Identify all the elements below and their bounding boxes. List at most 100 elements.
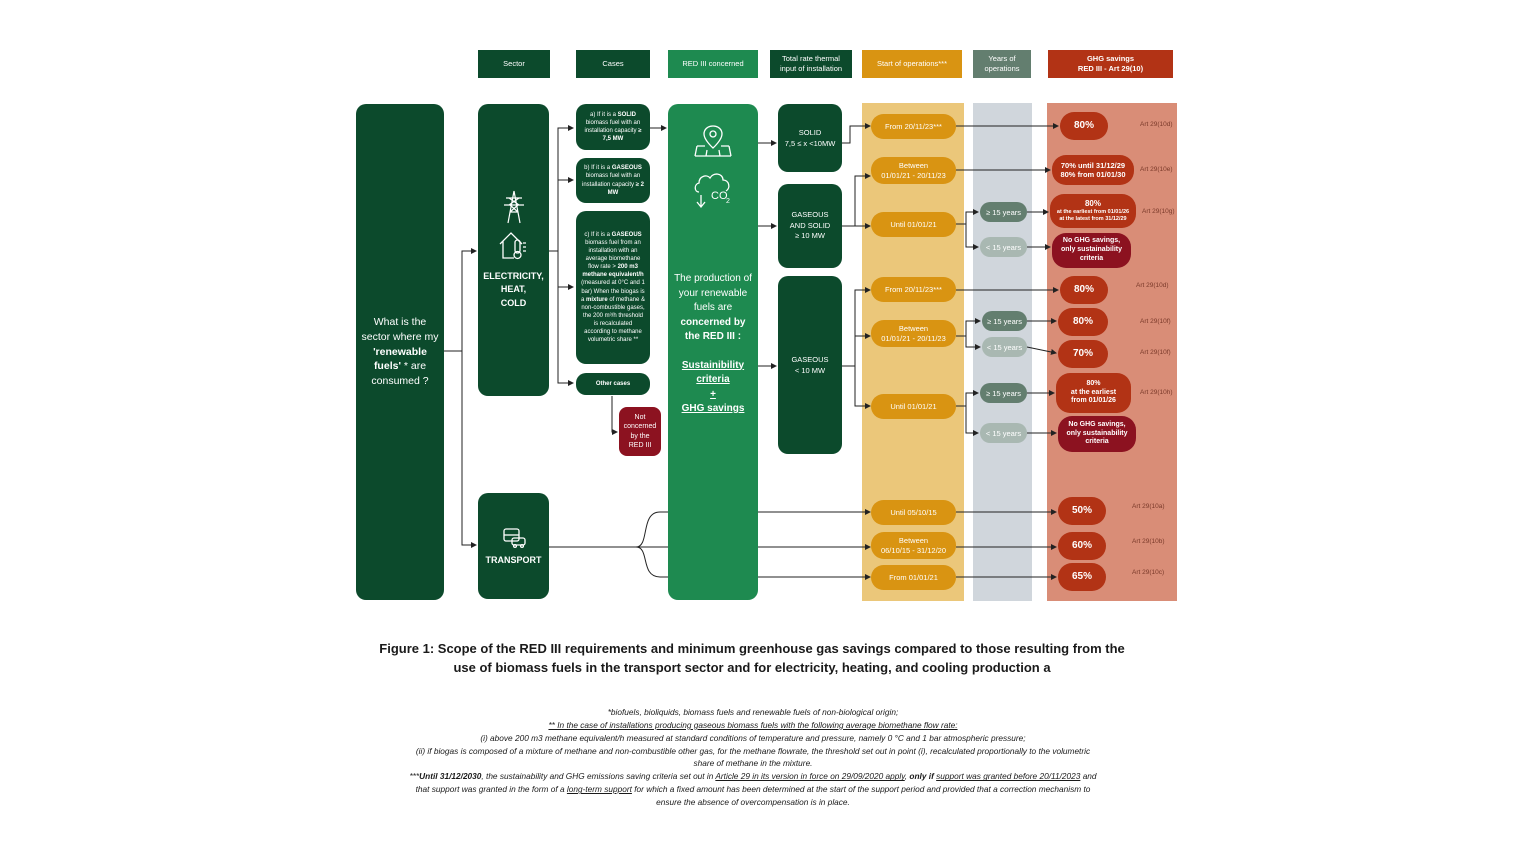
article-ref-4: Art 29(10d) (1136, 282, 1169, 289)
sector-elec-l3: COLD (500, 297, 527, 308)
footnote-7: that support was granted in the form of … (330, 783, 1176, 796)
footnote-7a: that support was granted in the form of … (415, 784, 567, 795)
header-sector: Sector (478, 50, 550, 78)
article-ref-1: Art 29(10d) (1140, 121, 1173, 128)
sector-electricity-heat-cold: ELECTRICITY, HEAT, COLD (478, 104, 549, 396)
red3-u2: criteria (696, 374, 730, 385)
question-box: What is the sector where my 'renewable f… (356, 104, 444, 600)
case-b-gaseous: b) If it is a GASEOUS biomass fuel with … (576, 158, 650, 203)
years-pill-3: ≥ 15 years (982, 311, 1027, 331)
ghg-result-5: 80% (1060, 276, 1108, 304)
ghg-result-3-l3: at the latest from 31/12/29 (1059, 216, 1127, 222)
ghg-result-4: No GHG savings, only sustainability crit… (1052, 233, 1131, 268)
thermal-gas-l1: GASEOUS (791, 354, 829, 364)
red3-t5: the RED III : (684, 331, 742, 342)
footnote-6d: Article 29 in its version in force on 29… (715, 771, 905, 782)
red3-concerned-box: CO 2 The production of your renewable fu… (668, 104, 758, 600)
years-pill-6: < 15 years (980, 423, 1027, 443)
start-pill-2-l1: Between (898, 160, 929, 170)
start-pill-9: From 01/01/21 (871, 565, 956, 590)
case-a-bold: SOLID (617, 111, 637, 118)
case-c-rest1: biomass fuel from an installation with a… (585, 239, 641, 271)
ghg-result-7: 70% (1058, 340, 1108, 368)
sector-elec-l2: HEAT, (500, 284, 527, 295)
start-pill-7: Until 05/10/15 (871, 500, 956, 525)
start-pill-3: Until 01/01/21 (871, 212, 956, 237)
header-years-l1: Years of (988, 53, 1016, 63)
footnote-7b: long-term support (566, 784, 632, 795)
ghg-result-9-l2: only sustainability (1066, 429, 1128, 437)
footnote-6c: , the sustainability and GHG emissions s… (481, 771, 716, 782)
red3-t1: The production of (674, 273, 752, 284)
footnote-7c: for which a fixed amount has been determ… (631, 784, 1091, 795)
ghg-result-6: 80% (1058, 308, 1108, 336)
header-years: Years of operations (973, 50, 1031, 78)
start-pill-8-l1: Between (898, 535, 929, 545)
house-thermometer-icon (499, 232, 526, 260)
thermal-gas-l2: < 10 MW (794, 366, 826, 375)
sector-elec-l1: ELECTRICITY, (483, 271, 544, 282)
svg-text:CO: CO (711, 190, 728, 202)
red3-text-block: The production of your renewable fuels a… (674, 272, 752, 417)
footnote-6e: , (904, 771, 910, 782)
case-a-text: a) If it is a SOLID biomass fuel with an… (580, 111, 646, 143)
case-b-rest: biomass fuel with an installation capaci… (582, 173, 641, 188)
years-pill-5: ≥ 15 years (980, 383, 1027, 403)
figure-caption: Figure 1: Scope of the RED III requireme… (340, 640, 1164, 678)
bus-car-icon (502, 528, 526, 549)
ghg-result-2-l2: 80% from 01/01/30 (1060, 170, 1126, 179)
header-ghg-l2: RED III - Art 29(10) (1077, 64, 1144, 73)
start-pill-2-l2: 01/01/21 - 20/11/23 (881, 170, 946, 180)
header-years-l2: operations (984, 64, 1020, 73)
years-pill-2: < 15 years (980, 237, 1027, 257)
footnote-6h: support was granted before 20/11/2023 (936, 771, 1081, 782)
start-pill-5-l1: Between (898, 323, 929, 333)
ghg-result-4-l3: criteria (1079, 254, 1104, 262)
header-cases: Cases (576, 50, 650, 78)
header-thermal-l1: Total rate thermal (782, 53, 840, 63)
question-l2: sector where my (361, 330, 439, 343)
power-pylon-icon (503, 191, 524, 224)
footnote-2: ** In the case of installations producin… (548, 719, 958, 730)
ghg-result-4-l2: only sustainability (1060, 246, 1123, 254)
start-pill-8-l2: 06/10/15 - 31/12/20 (880, 545, 947, 555)
not-concerned-l2: concerned (623, 423, 657, 431)
case-c-rest2: (measured at 0°C and 1 bar) When the bio… (580, 280, 645, 303)
footnote-6b: Until 31/12/2030 (419, 771, 482, 782)
article-ref-7: Art 29(10h) (1140, 389, 1173, 396)
question-l5: consumed ? (371, 375, 429, 388)
footnote-5: share of methane in the mixture. (693, 758, 813, 769)
article-ref-8: Art 29(10a) (1132, 503, 1165, 510)
years-pill-4: < 15 years (982, 337, 1027, 357)
start-pill-2: Between 01/01/21 - 20/11/23 (871, 157, 956, 184)
header-ghg: GHG savings RED III - Art 29(10) (1048, 50, 1173, 78)
ghg-result-3: 80% at the earliest from 01/01/26 at the… (1050, 194, 1136, 228)
footnote-6i: and (1080, 771, 1097, 782)
red3-t4: concerned by (680, 316, 746, 328)
thermal-solid-l2: 7,5 ≤ x <10MW (784, 139, 836, 148)
thermal-gs-l3: ≥ 10 MW (795, 231, 825, 241)
ghg-result-9-l3: criteria (1085, 438, 1109, 446)
case-b-bold: GASEOUS (611, 165, 642, 172)
footnotes: *biofuels, bioliquids, biomass fuels and… (330, 706, 1176, 809)
ghg-result-8-l1: 80% (1086, 379, 1101, 387)
start-pill-8: Between 06/10/15 - 31/12/20 (871, 532, 956, 559)
ghg-result-4-l1: No GHG savings, (1062, 237, 1121, 245)
map-pin-icon (694, 125, 732, 157)
case-c-gaseous-flowrate: c) If it is a GASEOUS biomass fuel from … (576, 211, 650, 364)
case-c-pre: c) If it is a (584, 231, 612, 238)
svg-text:2: 2 (726, 198, 730, 205)
footnote-6: ***Until 31/12/2030, the sustainability … (330, 770, 1176, 783)
ghg-result-8-l2: at the earliest (1070, 388, 1117, 396)
years-pill-1: ≥ 15 years (980, 202, 1027, 222)
case-a-rest: biomass fuel with an installation capaci… (584, 119, 641, 134)
not-concerned-l4: RED III (628, 441, 652, 449)
case-c-rest3: of methane & non-combustible gases, the … (581, 296, 646, 344)
header-start: Start of operations*** (862, 50, 962, 78)
ghg-result-1: 80% (1060, 112, 1108, 140)
red3-t2: your renewable (678, 287, 748, 299)
question-l1: What is the (373, 316, 427, 329)
header-ghg-l1: GHG savings (1086, 53, 1135, 63)
ghg-result-8: 80% at the earliest from 01/01/26 (1056, 373, 1131, 413)
